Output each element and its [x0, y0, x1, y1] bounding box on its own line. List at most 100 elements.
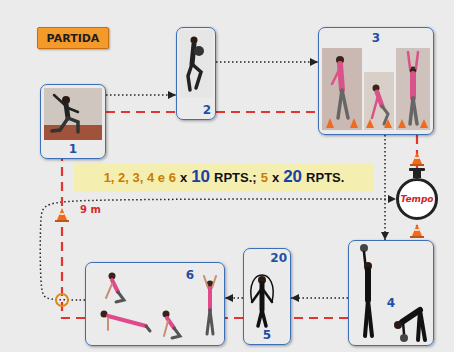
- photo-ball-squat: [192, 44, 194, 64]
- photo-burpee: [108, 316, 146, 326]
- distance-label: 9 m: [80, 205, 101, 215]
- photo-ball-squat: [194, 46, 204, 56]
- photo-burpee: [107, 318, 109, 330]
- traffic-cone: [412, 224, 422, 236]
- connector-group: [40, 62, 417, 318]
- photo-kneeling-throw: [44, 88, 102, 140]
- band-text: 10: [191, 168, 210, 185]
- photo-kettlebell: [420, 310, 425, 340]
- route-arrow: [384, 135, 386, 240]
- timer-label: Tempo: [400, 195, 433, 204]
- callout-number: 1: [69, 143, 77, 155]
- band-text: x: [272, 171, 279, 184]
- photo-kettlebell: [403, 322, 404, 334]
- photo-rope-jump: [251, 275, 273, 326]
- photo-kneeling-throw: [68, 108, 78, 112]
- callout-number: 20: [270, 252, 287, 264]
- band-text: RPTS.: [306, 171, 344, 184]
- band-text: 1, 2, 3, 4 e 6: [104, 171, 176, 184]
- exercise-photo-box: 20 5: [243, 248, 291, 345]
- start-tag: PARTIDA: [37, 27, 109, 49]
- photo-kettlebell: [368, 300, 372, 336]
- photo-kneeling-throw: [44, 88, 102, 140]
- stopwatch: Tempo: [396, 178, 438, 220]
- photo-burpee: [208, 288, 212, 310]
- callout-number: 5: [263, 329, 271, 341]
- photo-burpee: [212, 276, 216, 288]
- route-arrow: [106, 94, 176, 96]
- band-text: 20: [283, 168, 302, 185]
- callout-number: 3: [372, 32, 380, 44]
- route-arrow: [225, 297, 243, 299]
- photo-cone-squat: [413, 98, 417, 124]
- photo-burpee: [210, 310, 213, 334]
- band-text: RPTS.;: [214, 171, 257, 184]
- photo-cone-squat: [332, 68, 340, 84]
- photo-cone-squat: [326, 118, 334, 128]
- photo-burpee: [204, 276, 208, 288]
- traffic-cone: [415, 229, 420, 231]
- photo-rope-jump: [262, 288, 272, 302]
- band-text: x: [180, 171, 187, 184]
- exercise-photo-box: 3: [318, 27, 434, 135]
- band-text: 5: [261, 171, 268, 184]
- exercise-photo-box: 4: [348, 240, 434, 346]
- photo-rope-jump: [252, 288, 262, 302]
- stopwatch-crown: [409, 168, 425, 171]
- photo-ball-squat: [179, 30, 213, 98]
- photo-burpee: [146, 326, 150, 331]
- route-arrow: [216, 61, 318, 63]
- photo-cone-squat: [350, 118, 358, 128]
- traffic-cone: [410, 164, 424, 166]
- course-boundary-line: [216, 111, 318, 113]
- photo-cone-squat: [398, 119, 406, 128]
- photo-cone-squat: [416, 52, 418, 68]
- traffic-cone: [412, 152, 422, 164]
- photo-kneeling-throw: [52, 118, 68, 131]
- photo-burpee: [106, 284, 112, 298]
- course-boundary-line: [225, 317, 243, 319]
- traffic-cone: [410, 224, 424, 238]
- exercise-photo-box: 1: [40, 84, 106, 159]
- photo-burpee: [164, 321, 168, 336]
- photo-kettlebell: [400, 334, 408, 342]
- photo-cone-squat: [396, 48, 430, 130]
- photo-cone-squat: [322, 48, 430, 130]
- route-arrow: [291, 297, 348, 299]
- photo-cone-squat: [384, 119, 392, 128]
- traffic-cone: [57, 208, 67, 220]
- photo-kettlebell: [365, 270, 371, 300]
- photo-burpee: [116, 292, 124, 302]
- start-label: PARTIDA: [47, 33, 100, 44]
- course-boundary-line: [106, 111, 176, 113]
- repetitions-band: 1, 2, 3, 4 e 6x10RPTS.;5x20RPTS.: [74, 163, 374, 191]
- callout-number: 4: [387, 297, 395, 309]
- photo-cone-squat: [342, 90, 348, 118]
- photo-cone-squat: [372, 96, 378, 118]
- photo-cone-squat: [410, 74, 416, 98]
- stopwatch-crown: [409, 168, 425, 178]
- photo-kneeling-throw: [68, 118, 78, 132]
- exercise-photo-box: 6: [85, 262, 225, 346]
- traffic-cone: [55, 220, 69, 222]
- stopwatch-crown: [413, 171, 421, 178]
- photo-cone-squat: [420, 119, 428, 128]
- photo-ball-squat: [188, 64, 192, 90]
- photo-burpee: [112, 280, 118, 292]
- traffic-cone: [410, 236, 424, 238]
- photo-burpee: [101, 273, 217, 339]
- traffic-cone: [60, 213, 65, 215]
- course-boundary-line: [291, 317, 348, 319]
- callout-number: 2: [203, 104, 211, 116]
- photo-burpee: [172, 328, 180, 338]
- distance-label: 9 m: [80, 205, 101, 215]
- traffic-cone: [55, 208, 69, 222]
- callout-number: 6: [186, 269, 194, 281]
- photo-kettlebell: [402, 310, 420, 322]
- photo-kettlebell: [360, 244, 425, 342]
- photo-cone-squat: [364, 72, 394, 130]
- photo-cone-squat: [408, 52, 410, 68]
- photo-rope-jump: [262, 310, 266, 326]
- traffic-cone: [415, 157, 420, 159]
